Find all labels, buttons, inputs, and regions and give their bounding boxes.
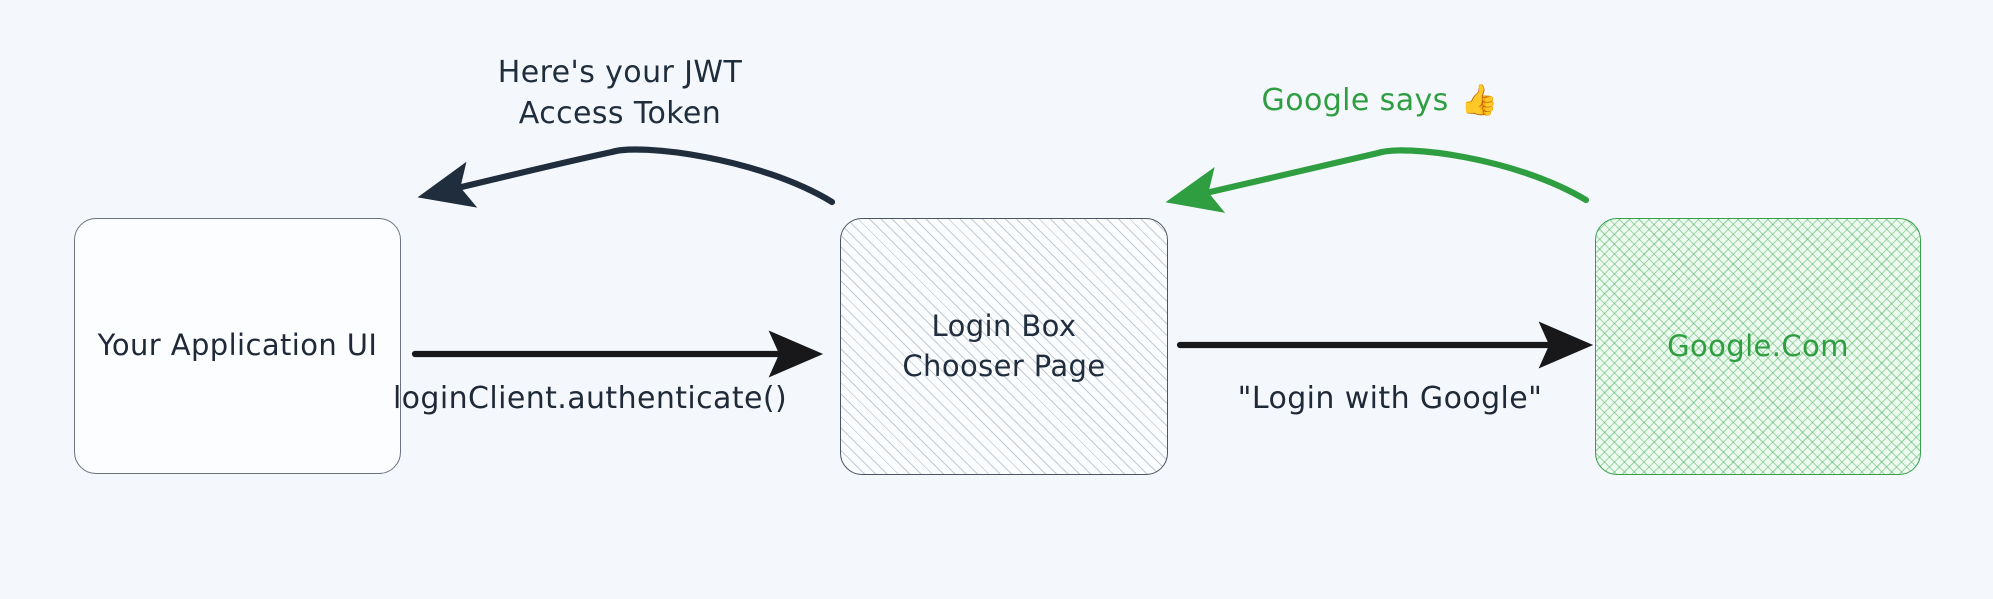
edge-google-says-curve <box>1165 147 1590 213</box>
edge-label-login-with-google: "Login with Google" <box>1237 381 1543 416</box>
node-your-application-ui[interactable]: Your Application UI <box>74 218 401 474</box>
edge-label-authenticate: loginClient.authenticate() <box>392 381 788 416</box>
node-login-box-chooser-page-label: Login Box Chooser Page <box>902 309 1106 383</box>
edge-label-jwt-token: Here's your JWT Access Token <box>497 55 743 132</box>
thumbs-up-icon: 👍 <box>1460 82 1499 118</box>
edge-label-google-says: Google says 👍 <box>1160 80 1600 121</box>
edge-label-google-says-text: Google says <box>1261 83 1449 118</box>
node-login-box-chooser-page[interactable]: Login Box Chooser Page <box>840 218 1168 475</box>
edge-jwt-token-curve <box>417 146 836 208</box>
node-google-com-label: Google.Com <box>1667 328 1849 363</box>
node-google-com[interactable]: Google.Com <box>1595 218 1921 475</box>
node-your-application-ui-label: Your Application UI <box>97 328 378 363</box>
